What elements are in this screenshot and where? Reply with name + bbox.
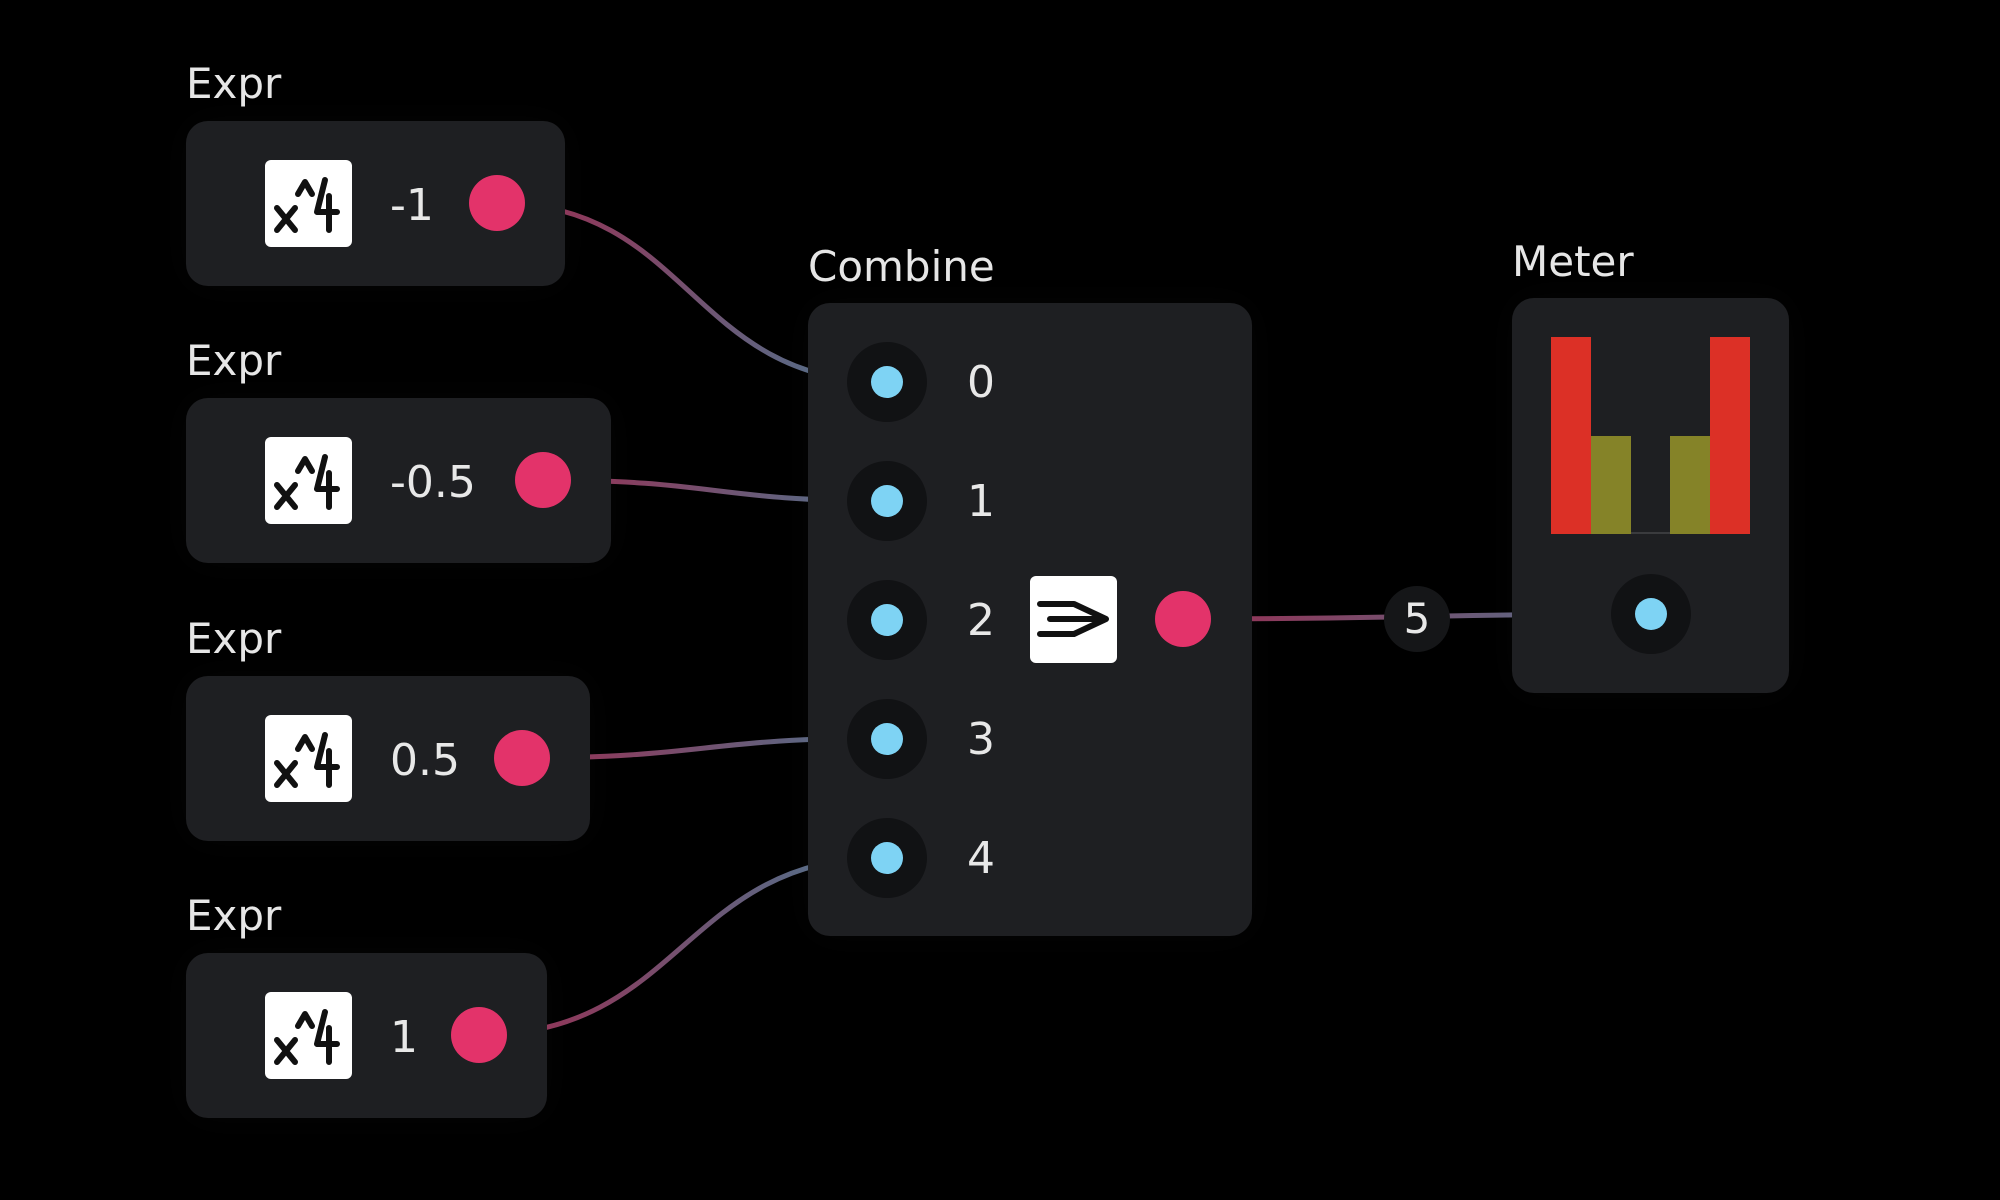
input-port-dot [871,842,903,874]
input-port-label: 2 [967,595,995,646]
expr-node-title: Expr [186,614,282,663]
input-port-dot [871,485,903,517]
input-port-1[interactable] [847,461,927,541]
combine-icon [1030,576,1117,663]
combine-node-title: Combine [808,242,995,291]
meter-bar [1551,337,1591,534]
output-port[interactable] [515,452,571,508]
input-port[interactable] [1611,574,1691,654]
output-port[interactable] [451,1007,507,1063]
expr-node[interactable]: 1 [186,953,547,1118]
wire-count-badge: 5 [1384,586,1450,652]
meter-bar [1670,435,1711,534]
meter-bar [1590,435,1631,534]
input-port-label: 3 [967,714,995,765]
expr-value: 0.5 [390,735,460,786]
combine-node[interactable]: 0 1 2 3 4 [808,303,1252,936]
input-port-label: 4 [967,833,995,884]
input-port-label: 0 [967,357,995,408]
expr-value: -1 [390,180,434,231]
expr-node-title: Expr [186,336,282,385]
expression-icon [265,160,352,247]
output-port[interactable] [1155,591,1211,647]
input-port-dot [871,604,903,636]
output-port[interactable] [494,730,550,786]
input-port-dot [871,723,903,755]
expression-icon [265,437,352,524]
expr-node-title: Expr [186,59,282,108]
expr-node[interactable]: -1 [186,121,565,286]
meter-display [1551,337,1751,534]
input-port-label: 1 [967,476,995,527]
expr-node[interactable]: 0.5 [186,676,590,841]
expr-node-title: Expr [186,891,282,940]
output-port[interactable] [469,175,525,231]
input-port-dot [871,366,903,398]
expression-icon [265,715,352,802]
expr-value: -0.5 [390,457,476,508]
input-port-2[interactable] [847,580,927,660]
input-port-4[interactable] [847,818,927,898]
meter-bar [1710,337,1751,534]
expr-node[interactable]: -0.5 [186,398,611,563]
expression-icon [265,992,352,1079]
meter-node[interactable] [1512,298,1789,693]
meter-bar [1630,532,1671,534]
input-port-dot [1635,598,1667,630]
expr-value: 1 [390,1012,418,1063]
input-port-0[interactable] [847,342,927,422]
input-port-3[interactable] [847,699,927,779]
meter-node-title: Meter [1512,237,1634,286]
